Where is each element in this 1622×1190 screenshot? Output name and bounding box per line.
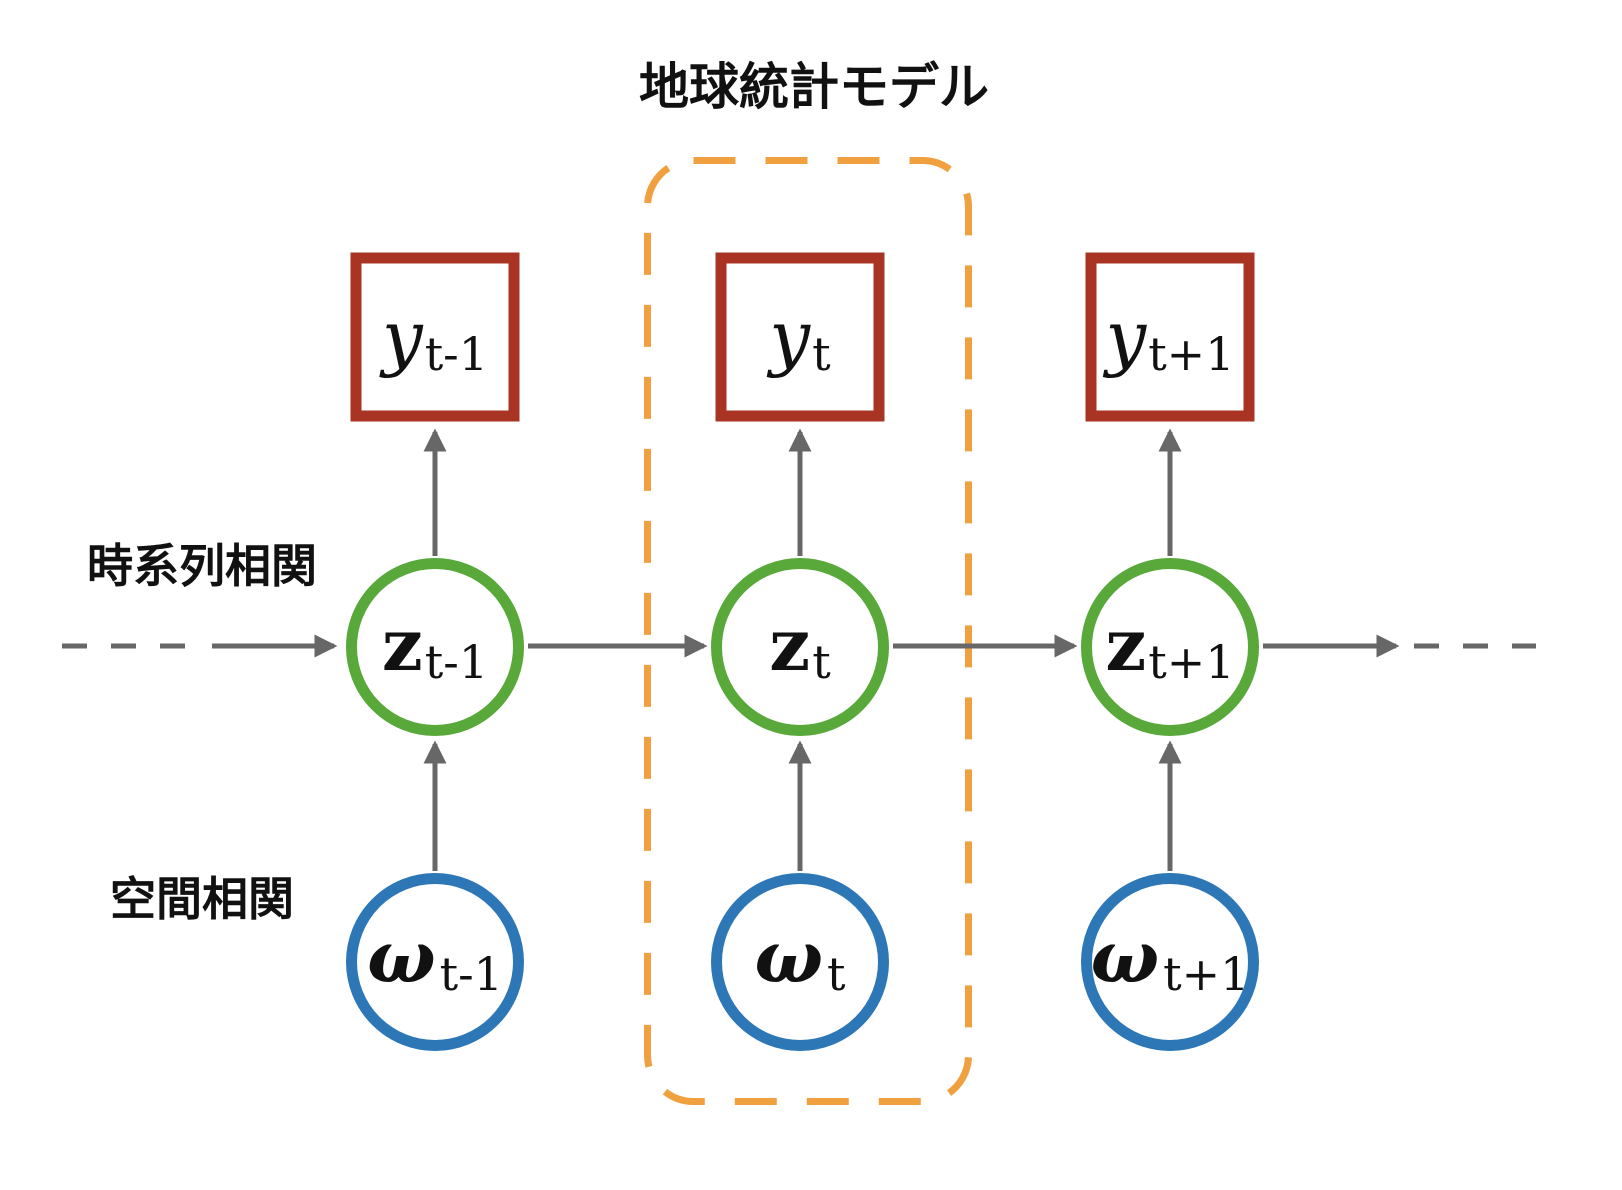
node-z-prev: zt-1 bbox=[346, 558, 524, 736]
omega-prev-label: ωt-1 bbox=[367, 914, 503, 1001]
geostatistical-model-box bbox=[644, 157, 972, 1105]
omega-next-label: ωt+1 bbox=[1091, 914, 1250, 1001]
node-omega-next: ωt+1 bbox=[1081, 873, 1259, 1051]
z-prev-label: zt-1 bbox=[382, 602, 488, 689]
node-omega-current: ωt bbox=[711, 873, 889, 1051]
node-z-next: zt+1 bbox=[1081, 558, 1259, 736]
y-current-label: yt bbox=[766, 295, 831, 381]
z-next-label: zt+1 bbox=[1105, 602, 1234, 689]
node-y-current: yt bbox=[715, 252, 885, 422]
y-current-square bbox=[715, 252, 885, 422]
row-label-temporal-correlation: 時系列相関 bbox=[87, 539, 317, 593]
omega-prev-circle bbox=[346, 873, 524, 1051]
omega-current-circle bbox=[711, 873, 889, 1051]
y-next-label: yt+1 bbox=[1103, 295, 1235, 381]
z-prev-circle bbox=[346, 558, 524, 736]
z-current-circle bbox=[711, 558, 889, 736]
node-y-next: yt+1 bbox=[1085, 252, 1255, 422]
node-y-prev: yt-1 bbox=[350, 252, 520, 422]
node-omega-prev: ωt-1 bbox=[346, 873, 524, 1051]
z-current-label: zt bbox=[769, 602, 831, 689]
y-prev-square bbox=[350, 252, 520, 422]
z-next-circle bbox=[1081, 558, 1259, 736]
node-z-current: zt bbox=[711, 558, 889, 736]
diagram-title: 地球統計モデル bbox=[639, 58, 989, 116]
omega-current-label: ωt bbox=[754, 914, 846, 1001]
y-next-square bbox=[1085, 252, 1255, 422]
row-label-spatial-correlation: 空間相関 bbox=[110, 872, 294, 926]
y-prev-label: yt-1 bbox=[379, 295, 488, 381]
omega-next-circle bbox=[1081, 873, 1259, 1051]
